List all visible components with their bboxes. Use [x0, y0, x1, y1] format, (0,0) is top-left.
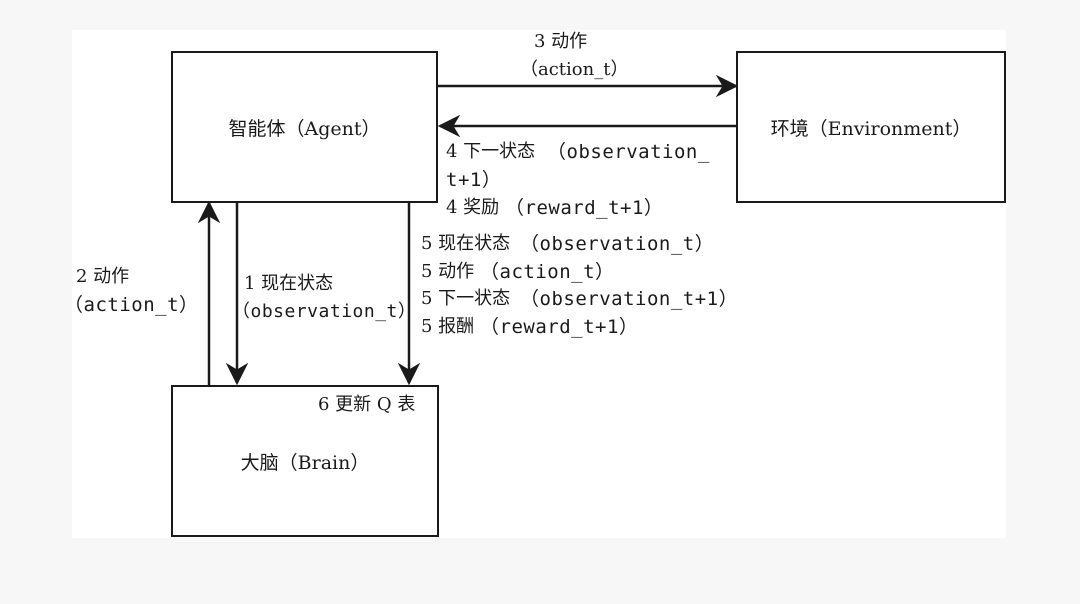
- env-to-agent-obs-num: 4 下一状态: [446, 141, 536, 162]
- update-item-num: 5 报酬: [421, 316, 475, 337]
- brain-to-agent-num: 2 动作: [76, 266, 130, 287]
- env-to-agent-reward-code: （reward_t+1）: [505, 197, 664, 219]
- brain-note: 6 更新 Q 表: [318, 394, 416, 415]
- update-item-code: （observation_t）: [520, 233, 715, 255]
- update-item-num: 5 动作: [421, 261, 475, 282]
- env-to-agent-reward-num: 4 奖励: [446, 197, 500, 218]
- agent-to-brain-sub: （observation_t）: [232, 301, 417, 322]
- environment-node[interactable]: 环境（Environment）: [736, 51, 1006, 203]
- environment-label: 环境（Environment）: [770, 117, 972, 140]
- update-item-num: 5 下一状态: [421, 288, 511, 309]
- update-item-code: （observation_t+1）: [520, 288, 739, 310]
- update-item-code: （action_t）: [480, 261, 615, 283]
- brain-label: 大脑（Brain）: [240, 451, 370, 474]
- brain-to-agent-sub: （action_t）: [64, 294, 199, 316]
- env-to-agent-obs-code-cont: t+1）: [446, 169, 502, 191]
- agent-label: 智能体（Agent）: [228, 117, 381, 140]
- agent-to-brain-num: 1 现在状态: [244, 273, 334, 294]
- update-item-num: 5 现在状态: [421, 233, 511, 254]
- action-to-env-num: 3 动作: [534, 31, 588, 52]
- update-item-code: （reward_t+1）: [480, 316, 639, 338]
- agent-node[interactable]: 智能体（Agent）: [171, 51, 438, 203]
- env-to-agent-obs-code: （observation_: [547, 141, 710, 163]
- action-to-env-sub: （action_t）: [520, 59, 629, 80]
- brain-node[interactable]: 大脑（Brain）: [171, 385, 439, 537]
